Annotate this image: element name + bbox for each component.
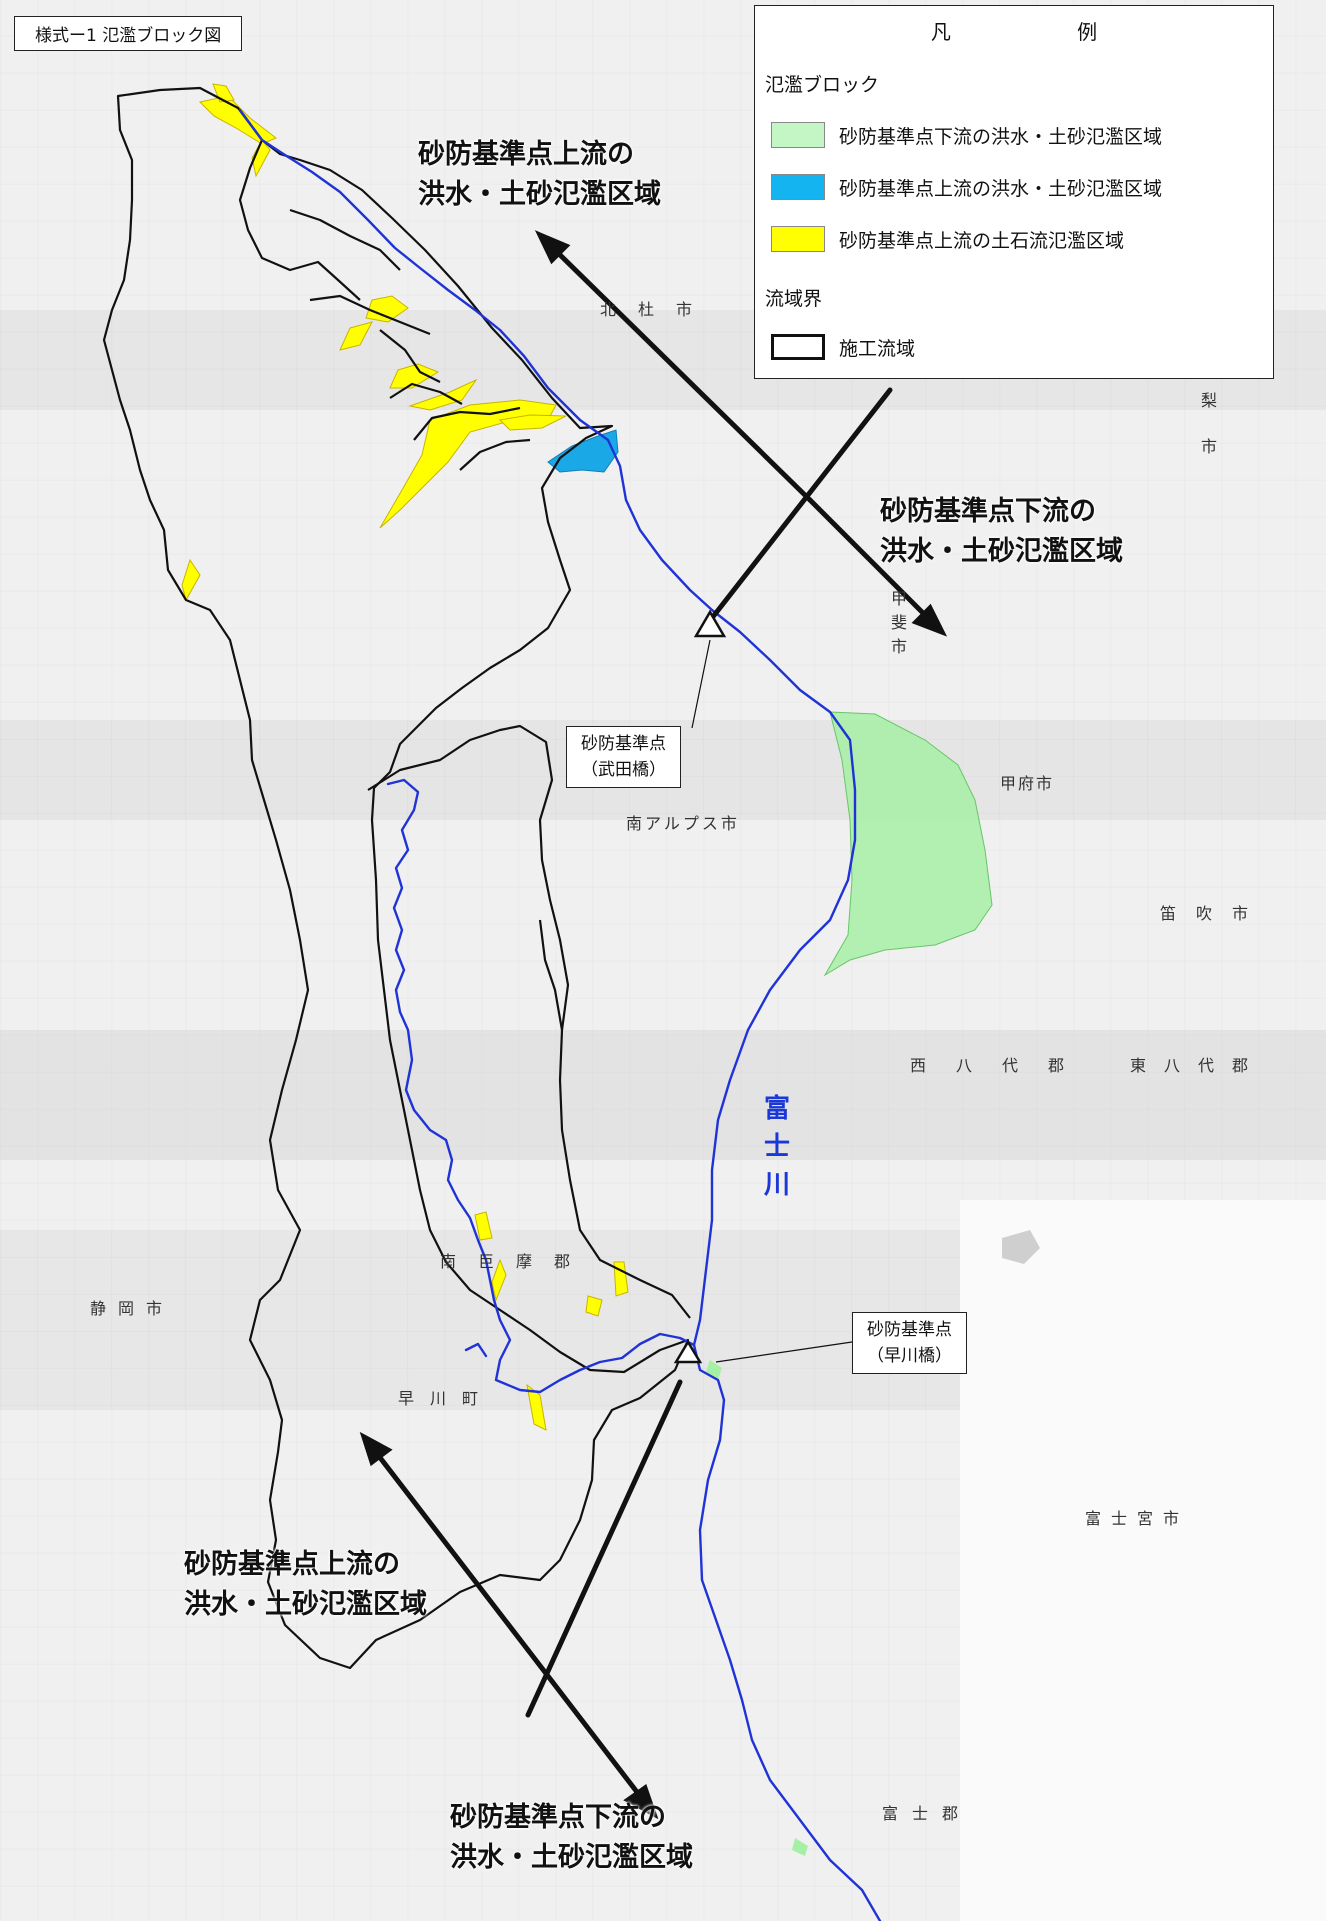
callout-line: （武田橋） — [581, 760, 666, 780]
legend-swatch-blue — [771, 174, 825, 200]
callout-line: 砂防基準点 — [867, 1320, 952, 1340]
place-name: 南巨摩郡 — [440, 1252, 593, 1271]
zone-label-line: 洪水・土砂氾濫区域 — [184, 1589, 427, 1620]
legend-swatch-yellow — [771, 226, 825, 252]
legend-item-label: 砂防基準点上流の洪水・土砂氾濫区域 — [839, 177, 1163, 200]
place-name: 早川町 — [398, 1389, 495, 1408]
fuji-river-mainstream — [238, 108, 882, 1921]
rivers[interactable] — [238, 108, 882, 1921]
legend-item: 施工流域 — [771, 332, 915, 362]
page-title: 様式ー1 氾濫ブロック図 — [14, 16, 243, 51]
zone-label-line: 洪水・土砂氾濫区域 — [418, 179, 661, 210]
legend-item-label: 砂防基準点上流の土石流氾濫区域 — [839, 229, 1125, 252]
zone-label-line: 洪水・土砂氾濫区域 — [880, 536, 1123, 567]
pointer-arrows — [359, 230, 948, 1820]
legend-swatch-boundary — [771, 334, 825, 360]
place-name: 甲斐市 — [888, 590, 907, 662]
legend-section-basin: 流域界 — [765, 288, 823, 310]
place-name: 甲府市 — [1000, 774, 1055, 793]
place-name: 梨市 — [1198, 392, 1217, 484]
basin-boundary[interactable] — [102, 86, 691, 1670]
hayakawa-river — [386, 778, 696, 1394]
place-name: 西八代郡 — [910, 1056, 1095, 1075]
legend-item-label: 砂防基準点下流の洪水・土砂氾濫区域 — [839, 125, 1163, 148]
lake — [1002, 1230, 1040, 1264]
debris-flow-areas[interactable] — [181, 83, 629, 1431]
zone-label-line: 砂防基準点下流の — [450, 1802, 666, 1833]
zone-label-line: 砂防基準点上流の — [184, 1549, 400, 1580]
legend-section-flood-blocks: 氾濫ブロック — [765, 74, 880, 96]
flood-area-downstream-small[interactable] — [706, 1360, 722, 1380]
callout-line: （早川橋） — [867, 1346, 952, 1366]
place-name: 北杜市 — [600, 300, 715, 319]
callout-line: 砂防基準点 — [581, 734, 666, 754]
legend-swatch-green — [771, 122, 825, 148]
flood-area-upstream[interactable] — [547, 429, 619, 473]
reference-point-takeda-triangle[interactable] — [693, 609, 727, 638]
place-name: 南アルプス市 — [626, 814, 740, 833]
place-name: 富士宮市 — [1085, 1509, 1190, 1528]
tributary — [464, 1342, 488, 1358]
river-name-label: 富士川 — [763, 1094, 790, 1200]
reference-point-hayakawa-callout: 砂防基準点 （早川橋） — [852, 1312, 967, 1374]
legend-heading: 凡 例 — [930, 20, 1158, 44]
map-sheet-band — [0, 1030, 1326, 1160]
zone-label-downstream-south: 砂防基準点下流の 洪水・土砂氾濫区域 — [450, 1798, 693, 1878]
zone-label-line: 砂防基準点下流の — [880, 496, 1096, 527]
fuji-lowland-area — [960, 1200, 1326, 1921]
zone-label-upstream-north: 砂防基準点上流の 洪水・土砂氾濫区域 — [418, 135, 661, 215]
place-name: 静岡市 — [90, 1299, 175, 1318]
reference-point-hayakawa-triangle[interactable] — [673, 1339, 703, 1364]
callout-leaders — [691, 639, 853, 1363]
place-name: 富士郡 — [882, 1804, 973, 1823]
flood-area-downstream-small[interactable] — [792, 1838, 808, 1856]
place-name: 笛吹市 — [1160, 904, 1269, 923]
legend-item: 砂防基準点上流の洪水・土砂氾濫区域 — [771, 172, 1162, 202]
map-legend: 凡 例 氾濫ブロック 砂防基準点下流の洪水・土砂氾濫区域 砂防基準点上流の洪水・… — [754, 5, 1274, 379]
zone-label-line: 洪水・土砂氾濫区域 — [450, 1842, 693, 1873]
reference-point-takeda-callout: 砂防基準点 （武田橋） — [566, 726, 681, 788]
legend-item: 砂防基準点下流の洪水・土砂氾濫区域 — [771, 120, 1162, 150]
zone-label-upstream-south: 砂防基準点上流の 洪水・土砂氾濫区域 — [184, 1545, 427, 1625]
zone-label-line: 砂防基準点上流の — [418, 139, 634, 170]
legend-item-label: 施工流域 — [839, 337, 916, 360]
zone-label-downstream-east: 砂防基準点下流の 洪水・土砂氾濫区域 — [880, 492, 1123, 572]
place-name: 東八代郡 — [1130, 1056, 1267, 1075]
legend-item: 砂防基準点上流の土石流氾濫区域 — [771, 224, 1124, 254]
